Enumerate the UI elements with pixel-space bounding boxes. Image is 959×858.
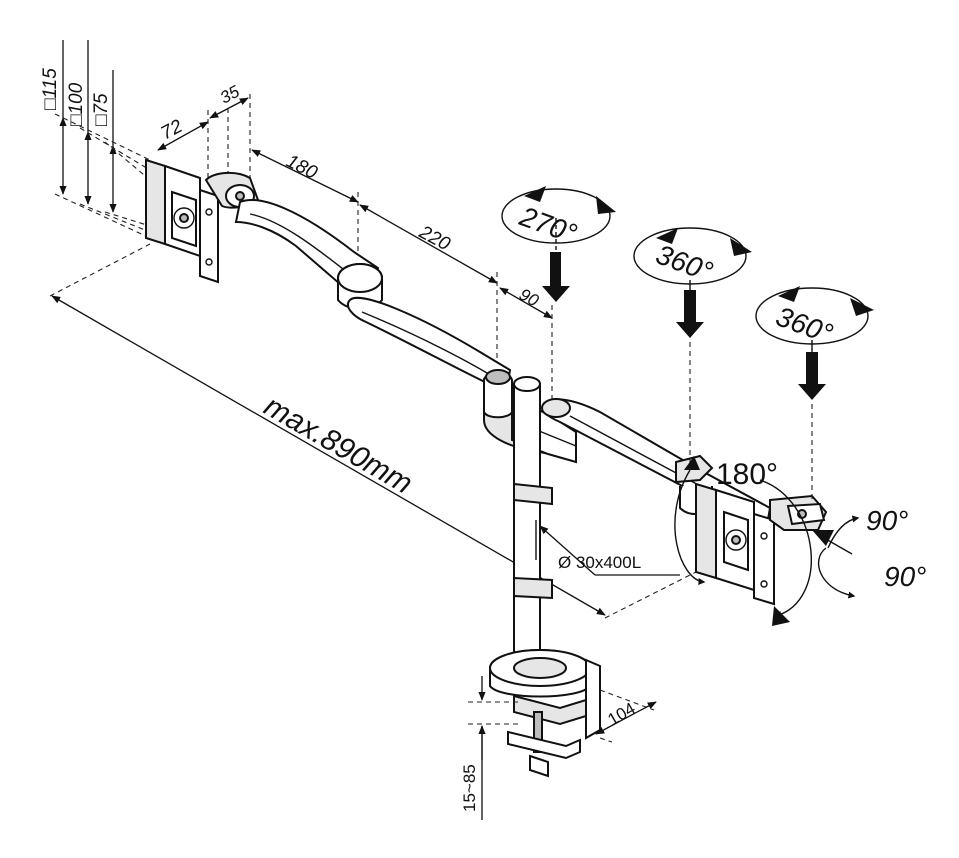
tilt-up-label: 90° [866, 505, 908, 536]
pole-leader [539, 525, 596, 576]
arm-segment-1 [234, 199, 383, 310]
vesa-dimension-lines [54, 40, 151, 239]
rotation-360-right-indicator [755, 286, 874, 500]
arm-segment-1-label: 180 [283, 151, 321, 184]
clamp-dimension-lines [468, 676, 657, 820]
tilt-indicator [812, 515, 860, 599]
tilt-down-label: 90° [884, 561, 926, 592]
desk-thickness-label: 15~85 [460, 764, 479, 812]
arm-offset-label: 90 [516, 285, 542, 311]
vesa-100-label: □100 [66, 82, 87, 126]
right-monitor-bracket [695, 482, 828, 606]
desk-clamp [489, 649, 601, 778]
max-reach-dimension [49, 243, 701, 619]
vesa-75-label: □75 [91, 93, 112, 126]
clamp-depth-label: 104 [605, 699, 639, 730]
max-reach-label: max.890mm [259, 389, 418, 500]
pole-label: Ø 30x400L [558, 553, 641, 572]
pole [513, 376, 553, 675]
rotation-360-right-label: 360° [772, 301, 837, 350]
plate-offset-label: 35 [217, 82, 243, 108]
rotation-180-indicator [674, 456, 812, 626]
rotation-270-indicator [501, 186, 616, 302]
rotation-360-middle-indicator [633, 227, 752, 462]
arm-segment-2-label: 220 [415, 221, 454, 255]
bracket-depth-label: 72 [157, 116, 186, 145]
vesa-115-label: □115 [40, 68, 61, 110]
rotation-180-label: 180° [716, 458, 778, 491]
